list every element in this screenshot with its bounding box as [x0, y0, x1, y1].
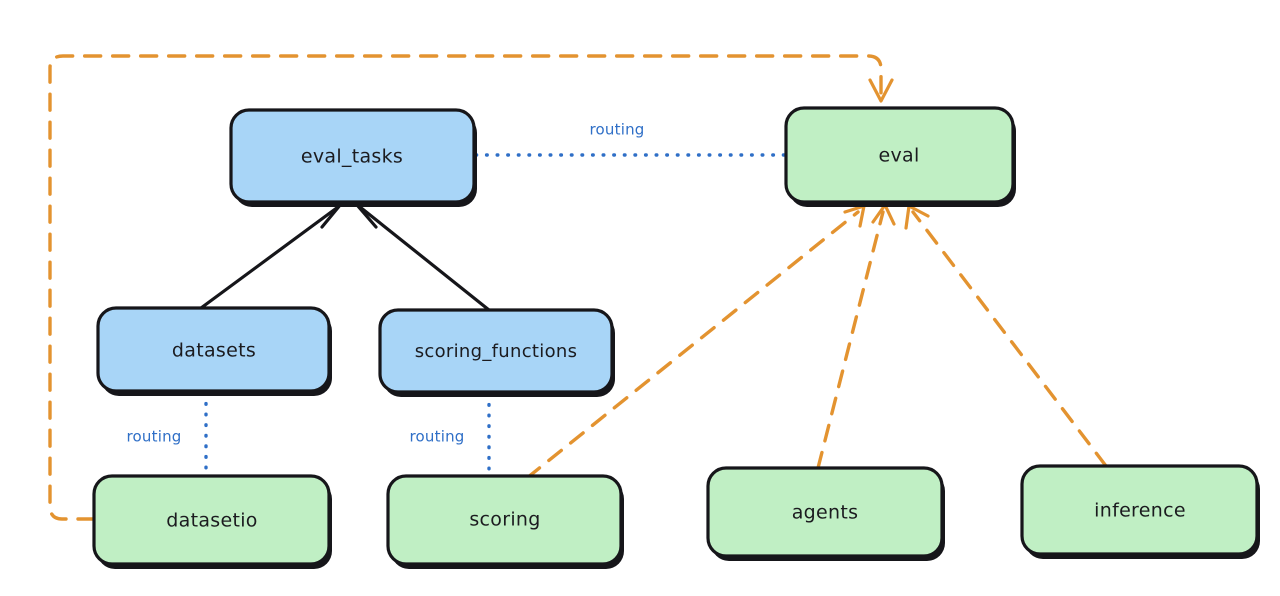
- node-agents[interactable]: agents: [706, 466, 945, 561]
- node-eval-tasks-body: [229, 108, 476, 204]
- edge-scoring-functions-to-scoring-routing: routing: [410, 392, 491, 474]
- node-inference-label: inference: [1094, 500, 1186, 522]
- node-scoring-label: scoring: [469, 509, 540, 531]
- node-eval[interactable]: eval: [784, 106, 1016, 207]
- edge-label-routing-left: routing: [127, 428, 182, 446]
- node-inference-body: [1020, 464, 1259, 556]
- node-eval-label: eval: [878, 145, 919, 167]
- edge-datasets-to-eval-tasks: [199, 202, 343, 310]
- node-agents-body: [706, 466, 944, 558]
- node-datasetio[interactable]: datasetio: [92, 474, 332, 569]
- node-datasets-label: datasets: [172, 340, 256, 362]
- node-agents-label: agents: [792, 502, 859, 524]
- node-datasetio-body: [92, 474, 331, 566]
- node-eval-tasks[interactable]: eval_tasks: [229, 108, 477, 207]
- edge-agents-to-eval: [816, 203, 896, 470]
- node-datasets[interactable]: datasets: [96, 306, 332, 396]
- edge-scoring-functions-to-eval-tasks: [355, 202, 491, 312]
- node-datasets-body: [96, 306, 331, 393]
- node-scoring-body: [386, 474, 623, 566]
- edge-label-routing-top: routing: [590, 121, 645, 139]
- edge-eval-tasks-to-eval-routing: routing: [474, 121, 786, 157]
- node-datasetio-label: datasetio: [166, 510, 257, 532]
- node-scoring-functions[interactable]: scoring_functions: [378, 308, 615, 397]
- edge-label-routing-mid: routing: [410, 428, 465, 446]
- edge-inference-to-eval: [904, 204, 1108, 468]
- node-inference[interactable]: inference: [1020, 464, 1260, 559]
- node-scoring-functions-label: scoring_functions: [415, 341, 578, 362]
- node-scoring[interactable]: scoring: [386, 474, 624, 569]
- node-eval-tasks-label: eval_tasks: [301, 146, 403, 168]
- node-scoring-functions-body: [378, 308, 614, 394]
- edge-datasets-to-datasetio-routing: routing: [127, 391, 208, 474]
- node-eval-body: [784, 106, 1015, 204]
- edge-datasetio-to-eval: [48, 54, 894, 521]
